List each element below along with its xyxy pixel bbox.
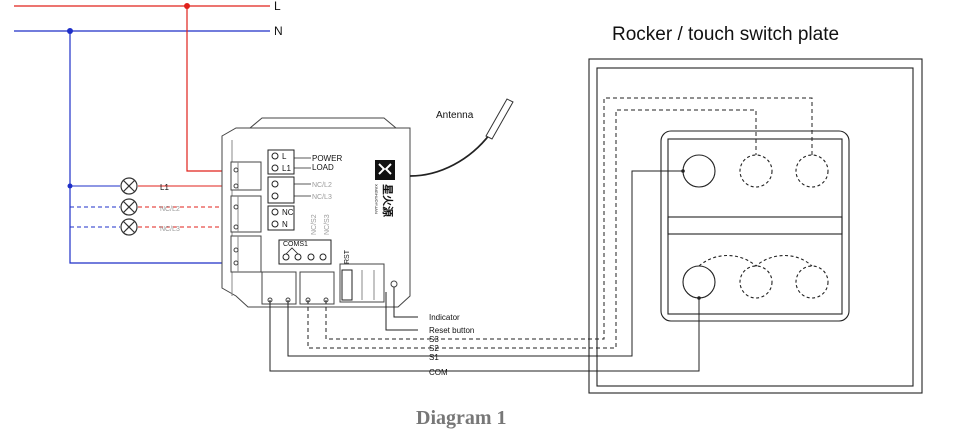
switch-plate <box>588 58 923 394</box>
com-label: COM <box>429 368 448 377</box>
lamp-icon <box>120 177 138 195</box>
nc-l2-label: NC/L2 <box>312 182 332 189</box>
s3-label: S3 <box>429 335 439 344</box>
load-label: LOAD <box>312 163 334 172</box>
lamp-icon <box>120 218 138 236</box>
load-label-l3: NC/L3 <box>160 226 180 233</box>
load-wires <box>67 183 231 228</box>
switch-wires-solid <box>269 170 700 372</box>
mains-lines <box>14 3 270 264</box>
load-label-l1: L1 <box>160 183 169 192</box>
power-label: POWER <box>312 154 342 163</box>
wire-terminal-dots <box>681 169 701 300</box>
brand-name: 星火源 <box>381 184 395 217</box>
nc-s3-label: NC/S3 <box>324 214 331 235</box>
brand-latin: XINGHUOYUAN <box>374 184 379 214</box>
rst-label: RST <box>344 249 351 264</box>
pin-label-n: N <box>282 220 288 229</box>
s2-label: S2 <box>429 344 439 353</box>
nc-s2-label: NC/S2 <box>311 214 318 235</box>
switch-wires-dashed <box>307 97 813 349</box>
neutral-line-label: N <box>274 24 283 38</box>
antenna-label: Antenna <box>436 110 474 121</box>
lamp-icon <box>120 198 138 216</box>
pin-label-l1: L1 <box>282 164 291 173</box>
indicator-label: Indicator <box>429 313 460 322</box>
switch-plate-title: Rocker / touch switch plate <box>612 24 839 45</box>
s1-label: S1 <box>429 353 439 362</box>
relay-contact-symbol <box>285 247 299 255</box>
nc-l3-label: NC/L3 <box>312 194 332 201</box>
touch-button-icon <box>682 154 716 299</box>
brand-logo <box>375 160 395 180</box>
pin-label-coms1: COMS1 <box>283 241 308 248</box>
pin-label-nc: NC <box>282 208 294 217</box>
optional-button-icon <box>698 154 829 299</box>
label-leaders <box>294 157 311 197</box>
antenna-icon <box>409 98 514 177</box>
load-label-l2: NC/L2 <box>160 206 180 213</box>
pin-label-l: L <box>282 152 287 161</box>
reset-button-label: Reset button <box>429 326 474 335</box>
live-line-label: L <box>274 0 281 13</box>
diagram-caption: Diagram 1 <box>416 407 507 429</box>
